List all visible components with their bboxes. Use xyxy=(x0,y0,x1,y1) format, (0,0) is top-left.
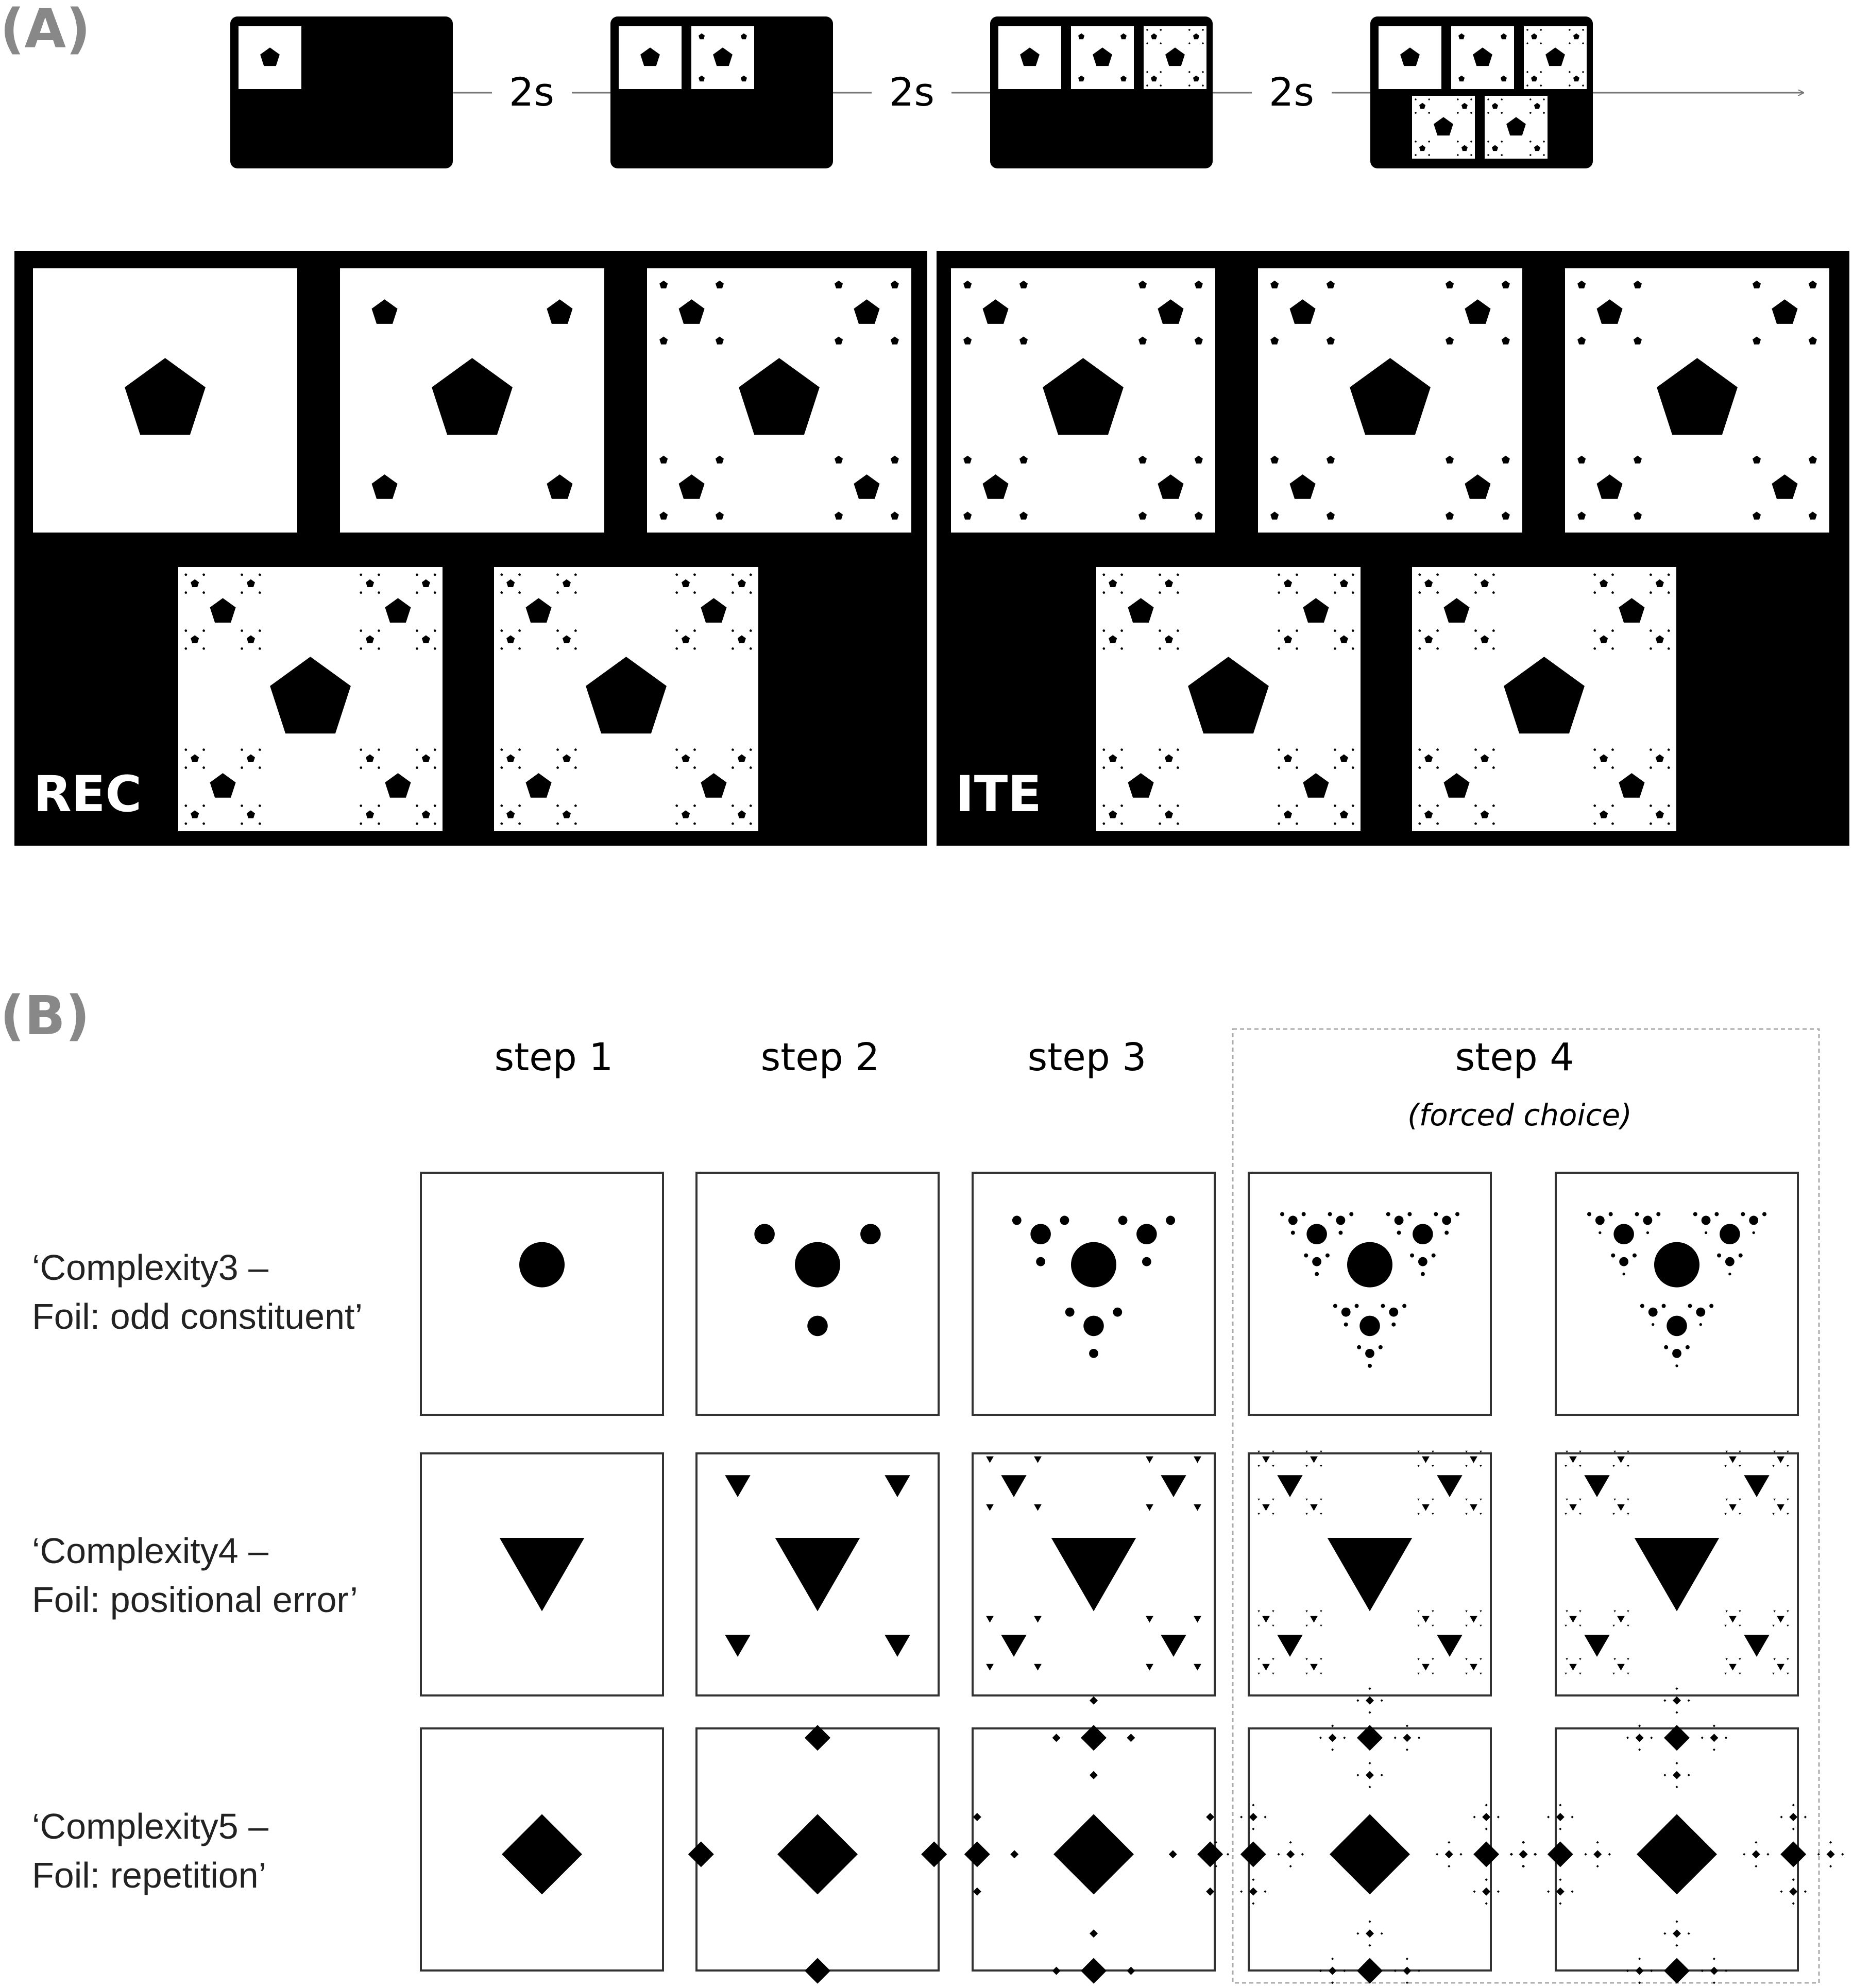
svg-text:2s: 2s xyxy=(509,69,554,115)
row-label-2-line1: ‘Complexity4 – xyxy=(32,1531,268,1571)
stimulus-circle-step3 xyxy=(972,1172,1216,1416)
timeline-tile-1-1 xyxy=(237,25,302,90)
condition-rec-tile-1 xyxy=(32,267,298,534)
condition-ite-tile-2 xyxy=(1257,267,1523,534)
step-label-2: step 2 xyxy=(761,1035,880,1079)
condition-panel-ite: ITE xyxy=(937,251,1849,846)
row-label-2-line2: Foil: positional error’ xyxy=(32,1580,358,1620)
stimulus-diamond-step4-option1 xyxy=(1202,1687,1537,1984)
timeline-tile-3-2 xyxy=(1070,25,1135,90)
timeline-tile-4-3 xyxy=(1523,25,1588,90)
row-label-3-line1: ‘Complexity5 – xyxy=(32,1806,268,1846)
ite-tiles xyxy=(950,267,1830,832)
step-label-1: step 1 xyxy=(495,1035,614,1079)
timeline-screen-3 xyxy=(990,16,1213,168)
condition-ite-tile-3 xyxy=(1564,267,1830,534)
stimulus-diamond-step4-option2 xyxy=(1509,1687,1844,1984)
condition-panel-rec: REC xyxy=(14,251,927,846)
stimulus-diamond-step2 xyxy=(688,1725,947,1984)
stimulus-circle-step4-option1 xyxy=(1248,1172,1492,1416)
timeline-screen-2 xyxy=(610,16,833,168)
timeline-tile-3-3 xyxy=(1143,25,1208,90)
stimulus-circle-step1 xyxy=(420,1172,664,1416)
stimulus-triangle-step2 xyxy=(695,1452,940,1696)
rec-tiles xyxy=(32,267,912,832)
step-label-3: step 3 xyxy=(1028,1035,1147,1079)
timeline-tile-4-4 xyxy=(1411,95,1476,160)
stimulus-triangle-step4-option2 xyxy=(1555,1450,1799,1696)
condition-rec-tile-5 xyxy=(493,566,759,832)
stimulus-diamond-step3 xyxy=(936,1696,1252,1984)
stimulus-triangle-step1 xyxy=(420,1452,664,1696)
panel-b-label: (B) xyxy=(0,984,90,1047)
stimulus-diamond-step1 xyxy=(420,1727,664,1972)
stimulus-circle-step2 xyxy=(695,1172,940,1416)
interval-label-2: 2s xyxy=(872,67,951,118)
row-label-1-line2: Foil: odd constituent’ xyxy=(32,1296,363,1336)
timeline-tile-3-1 xyxy=(997,25,1062,90)
row-label-1-line1: ‘Complexity3 – xyxy=(32,1247,268,1288)
timeline-screens xyxy=(230,16,1593,168)
timeline-screen-4 xyxy=(1370,16,1593,168)
condition-label-rec: REC xyxy=(33,765,142,823)
timeline-tile-4-2 xyxy=(1450,25,1515,90)
row-label-3-line2: Foil: repetition’ xyxy=(32,1855,266,1895)
condition-rec-tile-3 xyxy=(646,267,912,534)
timeline-tile-4-1 xyxy=(1378,25,1442,90)
condition-label-ite: ITE xyxy=(956,765,1042,823)
svg-text:2s: 2s xyxy=(889,69,934,115)
stimulus-grid xyxy=(420,1172,1844,1984)
condition-ite-tile-5 xyxy=(1411,566,1677,832)
stimulus-triangle-step3 xyxy=(972,1452,1216,1696)
step4-dashed-box xyxy=(1232,1028,1820,1984)
step-label-4: step 4 xyxy=(1455,1035,1574,1079)
condition-ite-tile-1 xyxy=(950,267,1216,534)
panel-a-label: (A) xyxy=(0,0,91,60)
interval-label-3: 2s xyxy=(1252,67,1332,118)
svg-text:2s: 2s xyxy=(1269,69,1314,115)
condition-ite-tile-4 xyxy=(1095,566,1362,832)
condition-rec-tile-4 xyxy=(177,566,444,832)
timeline-tile-2-1 xyxy=(618,25,683,90)
timeline-screen-1 xyxy=(230,16,453,168)
timeline-tile-4-5 xyxy=(1484,95,1549,160)
stimulus-triangle-step4-option1 xyxy=(1248,1450,1492,1696)
step4-note: (forced choice) xyxy=(1407,1098,1632,1133)
interval-label-1: 2s xyxy=(492,67,572,118)
timeline-tile-2-2 xyxy=(690,25,755,90)
condition-rec-tile-2 xyxy=(339,267,605,534)
stimulus-circle-step4-option2 xyxy=(1555,1172,1799,1416)
timeline: 2s 2s 2s xyxy=(230,16,1803,168)
